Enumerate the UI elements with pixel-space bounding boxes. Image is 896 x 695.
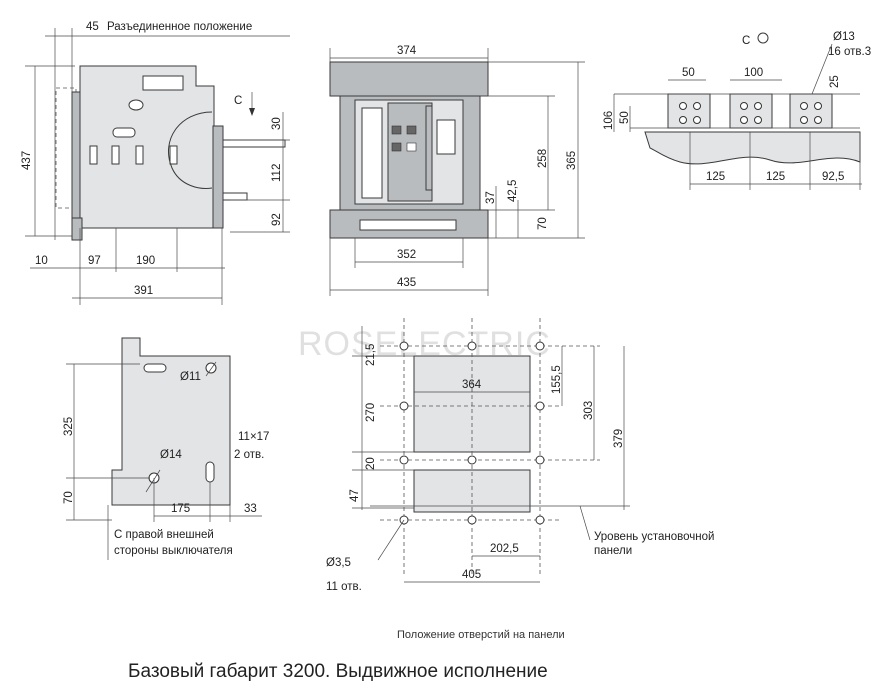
dim-bracket-hole-14: Ø14 [160,449,182,461]
dim-terminal-100: 100 [744,67,763,79]
bracket-slot-bottom [205,461,215,483]
dim-panel-21-5: 21,5 [365,344,377,366]
rear-terminal-top [222,139,286,148]
terminal-hole-diameter: Ø13 [833,31,855,43]
dim-terminal-125b: 125 [766,171,785,183]
dim-terminal-50b: 50 [619,111,631,124]
panel-hole-diameter: Ø3,5 [326,557,351,569]
dim-panel-303: 303 [583,401,595,420]
bracket-note-line2: стороны выключателя [114,545,233,557]
dim-365: 365 [566,151,578,170]
dim-190: 190 [136,255,155,267]
dim-374: 374 [397,45,417,57]
dim-panel-202-5: 202,5 [490,543,519,555]
dim-10: 10 [35,255,48,267]
dim-bracket-175: 175 [171,503,190,515]
side-view: 45 Разъединенное положение 437 C [21,21,290,305]
dim-70: 70 [537,217,549,230]
dim-37: 37 [485,191,497,204]
dim-panel-379: 379 [613,429,625,448]
dim-terminal-106: 106 [603,111,615,130]
dim-terminal-50: 50 [682,67,695,79]
front-view: 374 258 365 37 42,5 70 352 [329,45,585,296]
dim-352: 352 [397,249,416,261]
c-label-terminal: C [742,35,750,47]
dim-391: 391 [134,285,153,297]
panel-caption: Положение отверстий на панели [397,629,565,641]
dim-bracket-33: 33 [244,503,257,515]
dim-42-5: 42,5 [507,180,519,202]
dim-435: 435 [397,277,416,289]
dim-112: 112 [271,164,283,182]
panel-cutout-lower [413,469,531,513]
panel-level-line1: Уровень установочной [594,531,714,543]
terminal-base [644,131,861,165]
dim-bracket-325: 325 [63,417,75,436]
dim-258: 258 [537,149,549,168]
terminal-block-2 [729,93,773,129]
dim-bracket-70: 70 [63,491,75,504]
dim-bracket-slot: 11×17 [238,431,269,443]
dim-panel-270: 270 [365,403,377,422]
dim-terminal-125a: 125 [706,171,725,183]
dim-panel-47: 47 [349,489,361,502]
terminal-holes-count: 16 отв.3 [828,46,871,58]
dim-panel-364: 364 [462,379,482,391]
front-top-plate [329,61,489,97]
dim-height: 437 [21,151,33,170]
dim-withdraw: 45 [86,21,99,33]
cradle-side-plate [71,91,81,223]
panel-view: 364 21,5 270 20 47 155,5 303 379 Уровень… [326,318,714,593]
dim-terminal-92-5: 92,5 [822,171,844,183]
dim-92: 92 [271,213,283,226]
terminal-block-3 [789,93,833,129]
terminal-block-1 [667,93,711,129]
c-label-side: C [234,95,242,107]
dim-panel-405: 405 [462,569,481,581]
dim-97: 97 [88,255,101,267]
bracket-slot-top [143,363,167,373]
panel-level-line2: панели [594,545,632,557]
bracket-note-line1: С правой внешней [114,529,214,541]
dim-terminal-25: 25 [829,75,841,88]
drawing-title: Базовый габарит 3200. Выдвижное исполнен… [128,661,548,682]
bracket-view: Ø11 Ø14 11×17 2 отв. 325 70 175 33 С пра… [63,337,269,560]
name-plate [142,75,184,91]
rear-terminal-plate [212,125,224,229]
withdrawn-position-label: Разъединенное положение [107,21,252,33]
rear-terminal-bottom [222,192,248,201]
dim-30: 30 [271,117,283,130]
dim-panel-155-5: 155,5 [551,365,563,394]
dim-bracket-hole-11: Ø11 [180,371,201,383]
panel-hole-count: 11 отв. [326,581,362,593]
dim-bracket-slot-count: 2 отв. [234,449,264,461]
dim-panel-20: 20 [365,457,377,470]
terminal-view: C Ø13 16 отв.3 50 100 25 106 50 125 125 [603,31,871,190]
